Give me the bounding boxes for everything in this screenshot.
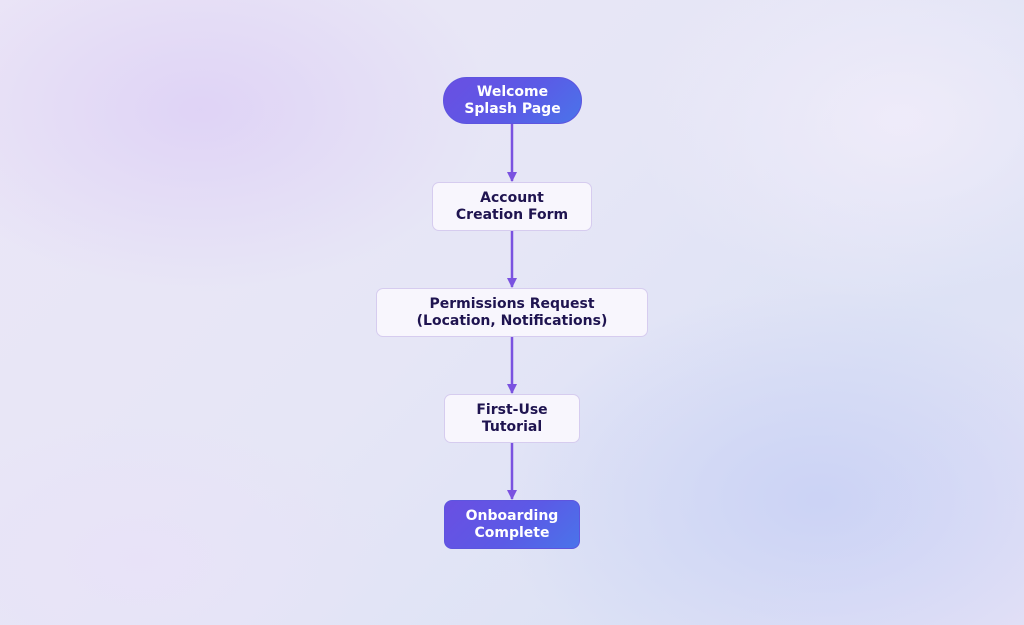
node-welcome-line1: Welcome xyxy=(476,83,549,100)
node-permissions-line2: (Location, Notifications) xyxy=(416,312,608,329)
node-complete-line2: Complete xyxy=(474,524,550,541)
node-welcome-line2: Splash Page xyxy=(464,100,561,117)
node-permissions-request: Permissions Request (Location, Notificat… xyxy=(376,288,648,337)
node-onboarding-complete: Onboarding Complete xyxy=(444,500,580,549)
node-tutorial-line1: First-Use xyxy=(476,401,548,418)
node-first-use-tutorial: First-Use Tutorial xyxy=(444,394,580,443)
node-account-line1: Account xyxy=(480,189,544,206)
node-tutorial-line2: Tutorial xyxy=(481,418,543,435)
node-welcome-splash-page: Welcome Splash Page xyxy=(443,77,582,124)
node-account-line2: Creation Form xyxy=(455,206,569,223)
node-permissions-line1: Permissions Request xyxy=(429,295,595,312)
node-account-creation-form: Account Creation Form xyxy=(432,182,592,231)
node-complete-line1: Onboarding xyxy=(465,507,559,524)
